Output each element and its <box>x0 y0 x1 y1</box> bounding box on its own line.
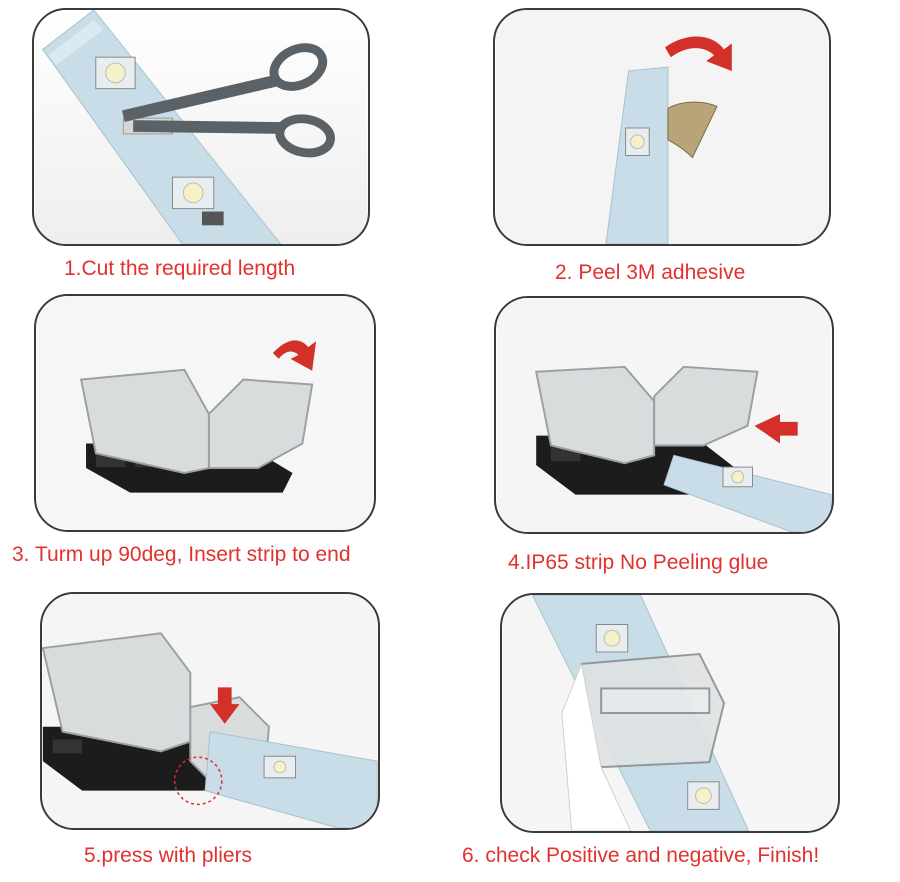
step-3-illustration <box>36 296 374 530</box>
led-chip-icon <box>595 624 629 653</box>
led-chip-icon <box>95 56 136 90</box>
step-4-panel <box>494 296 834 534</box>
step-4-caption: 4.IP65 strip No Peeling glue <box>508 551 769 574</box>
step-5-caption: 5.press with pliers <box>84 844 253 867</box>
led-strip <box>663 454 832 532</box>
step-3-caption: 3. Turm up 90deg, Insert strip to end <box>12 543 351 566</box>
resistor-icon <box>201 211 224 226</box>
led-chip-icon <box>687 781 720 810</box>
step-6-panel <box>500 593 840 833</box>
step-5-panel <box>40 592 380 830</box>
adhesive-backing <box>667 101 718 159</box>
led-chip-icon <box>171 176 215 210</box>
curved-arrow-icon <box>664 36 732 71</box>
step-4-illustration <box>496 298 832 532</box>
step-6-illustration <box>502 595 838 831</box>
led-chip-icon <box>263 755 297 779</box>
connector-clip <box>534 365 759 465</box>
step-2-panel <box>493 8 831 246</box>
connector-base <box>561 662 632 831</box>
connector-clip <box>79 368 314 474</box>
step-2-illustration <box>495 10 829 244</box>
arrow-left-icon <box>754 414 798 444</box>
step-2-caption: 2. Peel 3M adhesive <box>555 261 746 284</box>
step-3-panel <box>34 294 376 532</box>
arrow-down-icon <box>210 687 240 724</box>
led-chip-icon <box>722 466 753 488</box>
step-1-caption: 1.Cut the required length <box>64 257 296 280</box>
led-strip <box>204 731 378 828</box>
led-chip-icon <box>625 127 650 157</box>
step-1-panel <box>32 8 370 246</box>
step-6-caption: 6. check Positive and negative, Finish! <box>462 844 820 867</box>
step-1-illustration <box>34 10 368 244</box>
curved-arrow-icon <box>272 340 317 371</box>
scissors-icon <box>121 43 335 158</box>
connector-clip <box>575 652 726 769</box>
step-5-illustration <box>42 594 378 828</box>
